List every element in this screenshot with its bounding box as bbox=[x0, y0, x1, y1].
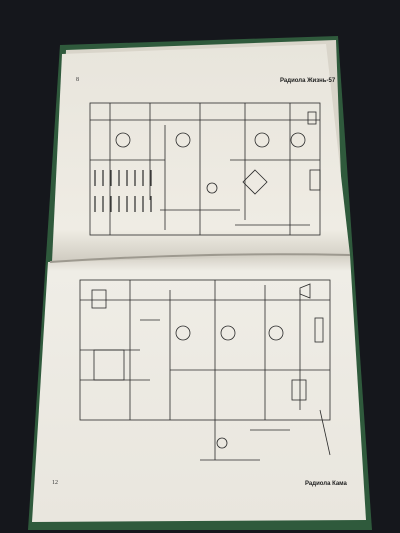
top-schematic bbox=[89, 102, 321, 236]
top-page-title: Радиола Жизнь-57 bbox=[280, 78, 336, 84]
bottom-page-number: 12 bbox=[52, 480, 58, 486]
top-page bbox=[52, 44, 350, 262]
top-page-number: 8 bbox=[76, 77, 79, 83]
bottom-page bbox=[32, 255, 366, 522]
bottom-page-title: Радиола Кама bbox=[305, 481, 347, 487]
bottom-schematic bbox=[79, 279, 331, 461]
